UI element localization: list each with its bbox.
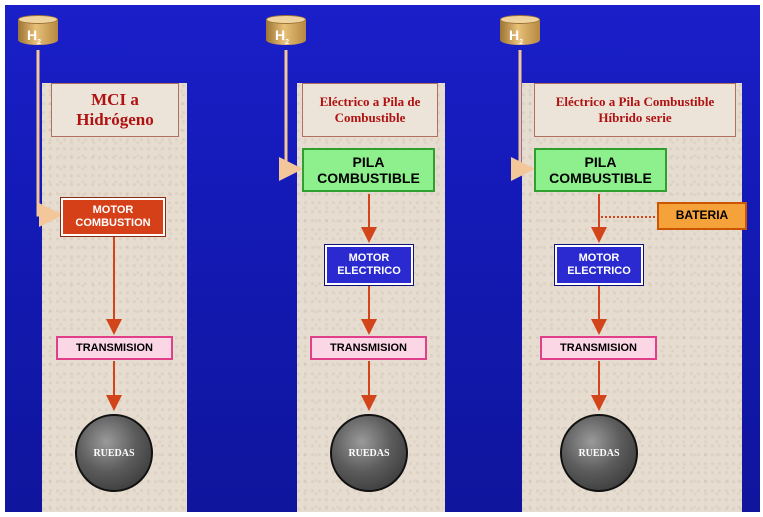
motor-combustion-box: MOTOR COMBUSTION xyxy=(61,198,165,236)
h2-subscript: 2 xyxy=(519,38,524,46)
connector-lines xyxy=(36,50,657,411)
transmission-box-1: TRANSMISION xyxy=(56,336,173,360)
h2-label: H xyxy=(27,27,38,43)
fuel-cell-box-3: PILA COMBUSTIBLE xyxy=(534,148,667,192)
wheels-1: RUEDAS xyxy=(75,414,153,492)
diagram-canvas: H2 H2 H2 MCI a Hidrógeno MOTOR COMBUSTIO… xyxy=(5,5,760,512)
wheels-2: RUEDAS xyxy=(330,414,408,492)
title-hibrido: Eléctrico a Pila Combustible Híbrido ser… xyxy=(534,83,736,137)
h2-tank-2: H2 xyxy=(266,15,306,49)
h2-subscript: 2 xyxy=(285,38,290,46)
electric-motor-box-2: MOTOR ELECTRICO xyxy=(325,245,413,285)
title-pila: Eléctrico a Pila de Combustible xyxy=(302,83,438,137)
h2-label: H xyxy=(275,27,286,43)
battery-box: BATERIA xyxy=(657,202,747,230)
h2-tank-3: H2 xyxy=(500,15,540,49)
h2-pipe-3 xyxy=(511,50,535,181)
fuel-cell-box-2: PILA COMBUSTIBLE xyxy=(302,148,435,192)
electric-motor-box-3: MOTOR ELECTRICO xyxy=(555,245,643,285)
h2-subscript: 2 xyxy=(37,38,42,46)
title-mci: MCI a Hidrógeno xyxy=(51,83,179,137)
h2-label: H xyxy=(509,27,520,43)
h2-tank-1: H2 xyxy=(18,15,58,49)
wheels-3: RUEDAS xyxy=(560,414,638,492)
h2-pipe-1 xyxy=(36,50,63,227)
h2-pipe-2 xyxy=(279,50,303,181)
transmission-box-3: TRANSMISION xyxy=(540,336,657,360)
transmission-box-2: TRANSMISION xyxy=(310,336,427,360)
